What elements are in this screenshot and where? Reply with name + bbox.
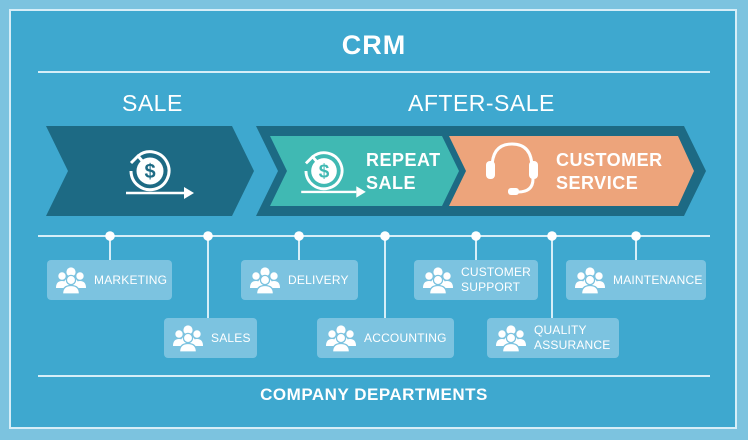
- footer-title: COMPANY DEPARTMENTS: [260, 385, 488, 404]
- phase-label-sale: SALE: [122, 90, 183, 116]
- customer-service-label: CUSTOMER SERVICE: [556, 150, 663, 193]
- department-marketing: MARKETING: [47, 260, 172, 300]
- department-customer-support: CUSTOMER SUPPORT: [414, 260, 538, 300]
- phase-label-after-sale: AFTER-SALE: [408, 90, 555, 116]
- headset-icon: [486, 142, 538, 195]
- people-group-icon: [325, 324, 357, 353]
- connector-node: [631, 231, 641, 241]
- department-delivery: DELIVERY: [241, 260, 358, 300]
- department-accounting: ACCOUNTING: [317, 318, 454, 358]
- diagram-title: CRM: [341, 30, 407, 60]
- footer-divider: [38, 375, 710, 377]
- connector-node: [105, 231, 115, 241]
- department-maintenance: MAINTENANCE: [566, 260, 706, 300]
- diagram-frame: [9, 9, 737, 429]
- connector-node: [547, 231, 557, 241]
- connector-node: [203, 231, 213, 241]
- people-group-icon: [422, 266, 454, 295]
- title-divider: [38, 71, 710, 73]
- people-group-icon: [249, 266, 281, 295]
- department-sales: SALES: [164, 318, 257, 358]
- connector-node: [294, 231, 304, 241]
- people-group-icon: [495, 324, 527, 353]
- people-group-icon: [574, 266, 606, 295]
- department-quality-assurance: QUALITY ASSURANCE: [487, 318, 619, 358]
- repeat-sale-label: REPEAT SALE: [366, 150, 441, 193]
- connector-node: [471, 231, 481, 241]
- connector-node: [380, 231, 390, 241]
- people-group-icon: [55, 266, 87, 295]
- people-group-icon: [172, 324, 204, 353]
